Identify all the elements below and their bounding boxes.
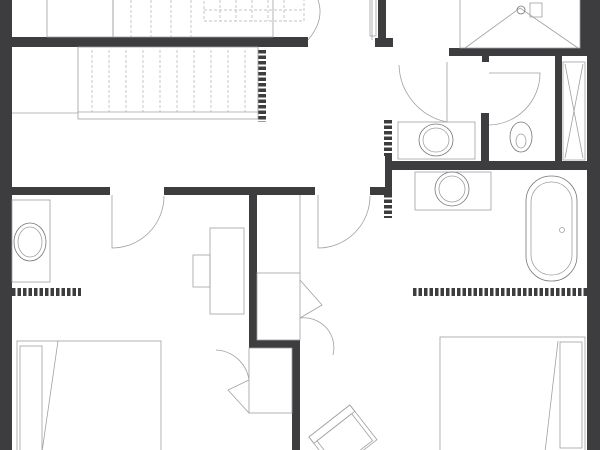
closets: [248, 195, 301, 414]
sink-bath-basin: [438, 175, 466, 203]
desk: [209, 227, 245, 315]
stair-lower-flight: [77, 46, 259, 120]
windows: [12, 50, 587, 296]
bedroom-left-furniture: [11, 199, 245, 450]
wall-left-exterior: [0, 0, 12, 450]
stair-upper-flight: [112, 0, 274, 38]
bed-left: [16, 340, 162, 450]
bed-left-pillow: [19, 345, 43, 450]
wall-bedroom-left-top-b: [164, 187, 315, 195]
wall-right-exterior: [587, 56, 600, 450]
wall-bedroom-left-top-a: [12, 187, 110, 195]
bed-left-blanket: [41, 340, 59, 450]
desk-chair: [192, 254, 211, 288]
wall-bedroom-divider: [249, 195, 257, 348]
vanity-bedroom: [11, 199, 51, 283]
wall-divider-jog: [249, 340, 300, 348]
stair-grid: [203, 0, 305, 22]
bed-right-blanket: [544, 340, 559, 450]
door-bedroom-right[interactable]: [317, 195, 371, 249]
door-bath-swing[interactable]: [398, 62, 448, 123]
closet-right: [256, 272, 301, 341]
bathtub-drain: [559, 227, 565, 233]
wall-bath-left: [385, 155, 392, 195]
door-swing-stair[interactable]: [307, 0, 321, 41]
bed-right-pillow: [559, 341, 583, 449]
door-bedroom-left[interactable]: [111, 195, 165, 249]
armchair: [308, 404, 378, 450]
sink-basin: [422, 127, 450, 153]
door-wc-swing[interactable]: [488, 72, 541, 126]
staircase: [12, 0, 321, 120]
stair-grid-lines: [204, 0, 304, 21]
closet-door-left[interactable]: [215, 349, 250, 414]
wall-hall-top-stub-b: [375, 38, 393, 47]
sink-bath-icon: [434, 171, 470, 207]
wall-stub: [482, 56, 489, 62]
shower-tray: [459, 0, 581, 49]
wall-shower-bottom: [449, 48, 587, 56]
doors: [111, 0, 541, 414]
wall-hall-top-stub: [378, 0, 386, 47]
toilet-icon: [509, 121, 533, 153]
bathtub-icon: [525, 175, 578, 282]
shower-drain-lines: [464, 7, 579, 49]
wall-divider-lower: [292, 340, 300, 450]
closet-door-right[interactable]: [299, 279, 335, 356]
stair-landing: [46, 0, 114, 38]
shower-glass-left: [369, 0, 377, 37]
wall-wc-left: [481, 113, 489, 163]
stair-upper-treads: [130, 0, 192, 37]
wall-hall-stub: [370, 187, 388, 195]
shower-drain-icon: [516, 5, 526, 15]
vanity-bath: [414, 171, 492, 211]
wall-bath-top: [385, 161, 587, 170]
bathroom-fixtures: [369, 0, 586, 282]
wall-stair-top: [12, 37, 308, 47]
wall-right-exterior-top: [580, 0, 600, 56]
shower-valve: [529, 2, 543, 18]
shower-x-icon: [564, 63, 584, 159]
sink-icon: [418, 123, 454, 157]
toilet-seat: [515, 133, 527, 149]
closet-left: [248, 347, 293, 414]
sink-bedroom-icon: [13, 222, 47, 262]
vanity-top: [397, 121, 476, 160]
wall-wc-right: [555, 56, 562, 163]
shower-enclosure: [562, 61, 586, 161]
bedroom-right-furniture: [308, 336, 586, 450]
bathtub-inner: [530, 181, 573, 276]
bed-right: [439, 336, 586, 450]
sink-bedroom-basin: [17, 226, 43, 258]
stair-lower-treads: [91, 50, 246, 112]
